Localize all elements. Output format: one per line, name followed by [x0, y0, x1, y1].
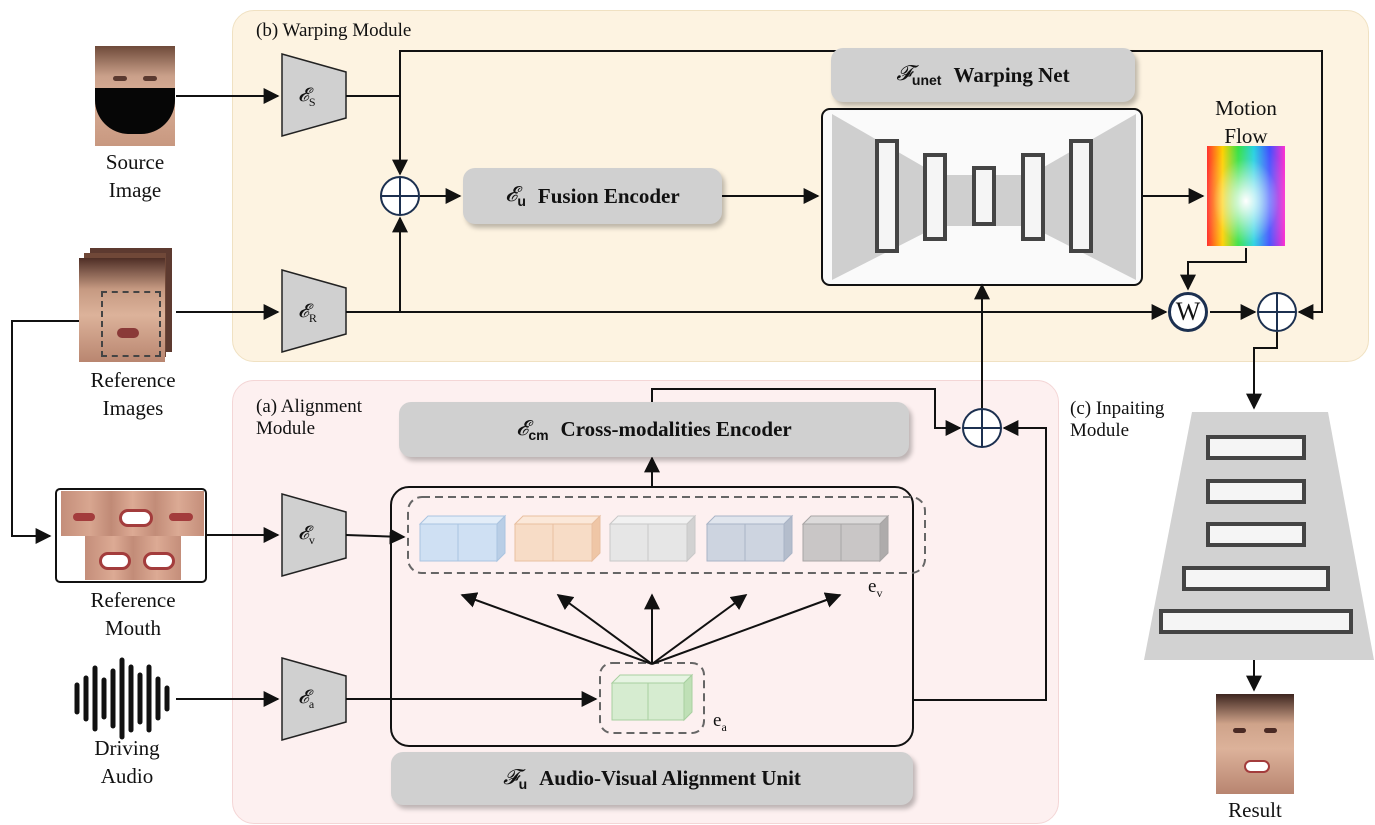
warping-net-unet	[821, 108, 1143, 286]
motion-flow-map	[1207, 146, 1285, 246]
reference-images-label: Reference Images	[90, 368, 176, 420]
encoder-r-label: 𝓔R	[298, 300, 317, 325]
fusion-encoder-label: Fusion Encoder	[537, 183, 680, 208]
warping-module-title: (b) Warping Module	[256, 20, 412, 41]
encoder-v-label: 𝓔v	[298, 522, 315, 547]
source-image-label: Source Image	[105, 150, 165, 202]
av-alignment-unit-box: 𝓕u Audio-Visual Alignment Unit	[391, 752, 913, 805]
encoder-v	[281, 493, 347, 577]
driving-audio-label: Driving Audio	[94, 736, 160, 788]
audio-waveform-icon	[74, 657, 170, 740]
fusion-encoder-box: 𝓔u Fusion Encoder	[463, 168, 722, 224]
mouth-crop-box	[101, 291, 161, 357]
motion-flow-label: Motion Flow	[1215, 96, 1277, 148]
cube-orange	[513, 514, 602, 563]
reference-image-photo	[79, 258, 165, 362]
av-unit-symbol: 𝓕u	[503, 764, 528, 793]
cube-slate	[705, 514, 794, 563]
result-label: Result	[1228, 798, 1282, 822]
alignment-module-title: (a) Alignment Module	[256, 396, 363, 439]
cube-blue	[418, 514, 507, 563]
encoder-a	[281, 657, 347, 741]
encoder-s	[281, 53, 347, 137]
warping-net-box: 𝓕unet Warping Net	[831, 48, 1135, 102]
ea-label: ea	[713, 710, 727, 734]
inpainting-module-title: (c) Inpaiting Module	[1070, 398, 1165, 441]
cube-green	[610, 673, 694, 722]
cube-light	[608, 514, 697, 563]
warp-operator-label: W	[1175, 297, 1201, 326]
warp-operator: W	[1169, 293, 1207, 331]
ev-label: ev	[868, 576, 883, 600]
reference-mouth-bottom-row	[85, 536, 181, 580]
warping-net-symbol: 𝓕unet	[896, 61, 942, 89]
ev-group-frame	[407, 496, 926, 574]
warping-net-label: Warping Net	[953, 62, 1070, 87]
av-unit-label: Audio-Visual Alignment Unit	[539, 766, 801, 790]
cube-grey	[801, 514, 890, 563]
encoder-a-label: 𝓔a	[298, 686, 315, 711]
cross-modalities-encoder-box: 𝓔cm Cross-modalities Encoder	[399, 402, 909, 457]
mask-overlay	[95, 88, 175, 134]
inpainting-decoder	[1144, 412, 1374, 660]
sum-operator-crosses	[381, 177, 1296, 447]
encoder-s-label: 𝓔S	[298, 84, 316, 109]
connections	[11, 50, 1323, 707]
reference-mouth-label: Reference Mouth	[90, 588, 176, 640]
cross-modalities-symbol: 𝓔cm	[516, 415, 549, 444]
cross-modalities-label: Cross-modalities Encoder	[560, 417, 792, 441]
fan-arrows	[460, 592, 842, 665]
reference-mouth-top-row	[61, 491, 204, 536]
source-image-photo	[95, 46, 175, 146]
result-photo	[1216, 694, 1294, 794]
fusion-encoder-symbol: 𝓔u	[505, 182, 526, 210]
encoder-r	[281, 269, 347, 353]
